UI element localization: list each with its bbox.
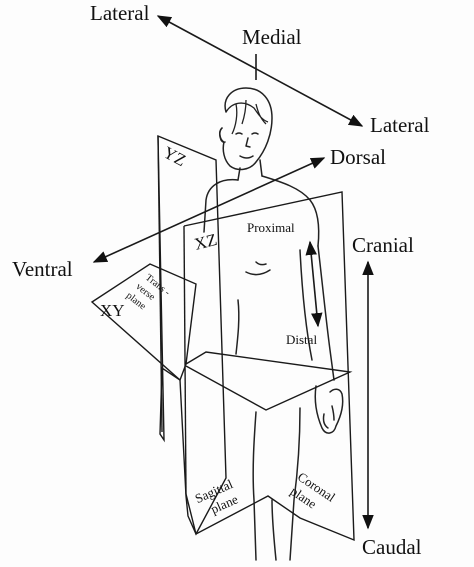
proximal-distal-arrow bbox=[305, 240, 323, 328]
label-lateral-left: Lateral bbox=[90, 1, 150, 25]
label-xy: XY bbox=[100, 301, 125, 320]
label-distal: Distal bbox=[286, 332, 317, 347]
torso-right bbox=[261, 175, 320, 247]
nose bbox=[245, 137, 251, 148]
torso-left bbox=[203, 178, 239, 233]
hand bbox=[314, 385, 344, 434]
eyes bbox=[235, 132, 259, 135]
sagittal-plane-outline bbox=[157, 134, 227, 536]
label-cranial: Cranial bbox=[352, 233, 414, 257]
label-ventral: Ventral bbox=[12, 257, 73, 281]
label-proximal: Proximal bbox=[247, 220, 295, 235]
transverse-plane-outline bbox=[90, 263, 197, 382]
lateral-axis-arrow bbox=[156, 15, 364, 127]
label-xz: XZ bbox=[192, 230, 219, 254]
sagittal-plane bbox=[157, 134, 227, 536]
leg-inner bbox=[271, 499, 277, 561]
label-medial: Medial bbox=[242, 25, 302, 49]
mouth bbox=[239, 155, 254, 159]
chest bbox=[245, 261, 271, 276]
arm-upper bbox=[317, 245, 335, 381]
hair bbox=[225, 99, 269, 135]
transverse-plane-lower bbox=[185, 351, 353, 411]
coronal-plane-left-edge bbox=[183, 225, 187, 495]
fingers bbox=[322, 405, 335, 429]
arm-inner bbox=[299, 249, 313, 361]
transverse-plane bbox=[90, 263, 353, 411]
label-caudal: Caudal bbox=[362, 535, 422, 559]
label-dorsal: Dorsal bbox=[330, 145, 386, 169]
coronal-plane bbox=[183, 191, 355, 542]
ear bbox=[218, 127, 226, 143]
leg-right bbox=[289, 407, 301, 561]
label-lateral-right: Lateral bbox=[370, 113, 430, 137]
coronal-plane-outline bbox=[183, 191, 355, 542]
waist bbox=[235, 299, 240, 355]
dorsal-ventral-arrow bbox=[92, 157, 326, 263]
leg-left bbox=[252, 411, 257, 561]
